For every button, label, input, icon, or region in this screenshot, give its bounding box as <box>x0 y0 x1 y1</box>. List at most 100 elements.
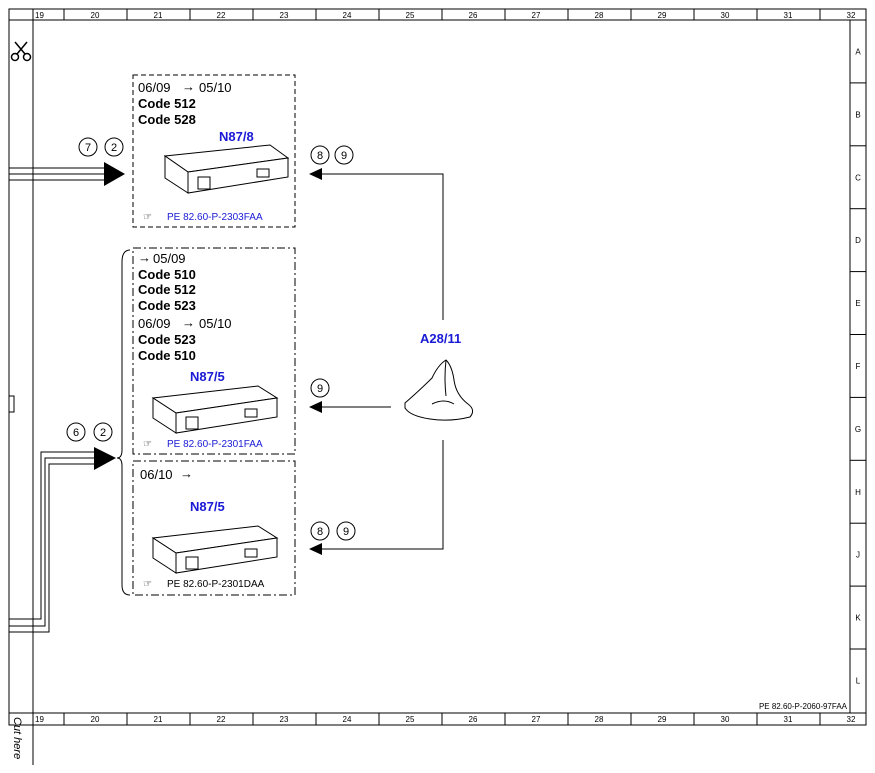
column-label: 28 <box>595 715 604 724</box>
row-label: D <box>855 236 861 245</box>
column-label: 25 <box>406 715 415 724</box>
module-bot-label: N87/5 <box>190 499 225 514</box>
control-unit-icon <box>151 385 279 434</box>
callout-number: 9 <box>317 383 323 395</box>
arrow-right-icon: → <box>182 79 195 94</box>
arrow-head-icon <box>309 543 322 555</box>
antenna-lines <box>320 173 444 550</box>
callout-group-mid-right: 9 <box>310 378 330 398</box>
row-label: E <box>855 299 860 308</box>
footer-reference: PE 82.60-P-2060-97FAA <box>759 702 848 711</box>
callout-number: 8 <box>317 526 323 538</box>
control-unit-icon <box>151 525 279 574</box>
callout-number: 2 <box>111 142 117 154</box>
module-top-code-2: Code 528 <box>138 112 196 127</box>
column-label: 29 <box>658 715 667 724</box>
module-mid-code-1: Code 510 <box>138 267 196 282</box>
arrow-right-icon: → <box>180 466 193 481</box>
callout-group-bot-right: 8 9 <box>310 521 356 541</box>
column-label: 22 <box>217 715 226 724</box>
column-label: 21 <box>154 11 163 20</box>
margin-bracket <box>9 395 15 413</box>
callout-number: 7 <box>85 142 91 154</box>
column-ticks-top: 19 20 21 22 23 24 25 26 27 28 29 30 31 32 <box>35 9 856 20</box>
row-label: K <box>855 614 861 623</box>
callout-number: 2 <box>100 427 106 439</box>
row-label: F <box>856 362 861 371</box>
column-label: 29 <box>658 11 667 20</box>
control-unit-icon <box>163 144 290 194</box>
callout-number: 8 <box>317 150 323 162</box>
column-label: 24 <box>343 11 352 20</box>
module-mid-date-from-2: 06/09 <box>138 316 171 331</box>
row-label: J <box>856 551 860 560</box>
arrow-right-icon: → <box>182 315 195 330</box>
module-top-code-1: Code 512 <box>138 96 196 111</box>
module-bot-ref-link[interactable]: PE 82.60-P-2301DAA <box>167 579 265 590</box>
module-mid-code-5: Code 510 <box>138 348 196 363</box>
module-top-box <box>132 74 296 228</box>
callout-group-top-right: 8 9 <box>310 145 354 165</box>
module-mid-date-to-1: 05/09 <box>153 251 186 266</box>
column-label: 32 <box>847 11 856 20</box>
module-top-ref-link[interactable]: PE 82.60-P-2303FAA <box>167 212 263 223</box>
row-label: H <box>855 488 861 497</box>
antenna-label: A28/11 <box>420 331 461 346</box>
shark-fin-antenna-icon <box>404 359 474 421</box>
module-top-label: N87/8 <box>219 129 254 144</box>
column-label: 19 <box>35 11 44 20</box>
group-brace <box>116 249 131 596</box>
column-label: 21 <box>154 715 163 724</box>
callout-number: 9 <box>341 150 347 162</box>
arrow-head-icon <box>309 401 322 413</box>
column-label: 30 <box>721 715 730 724</box>
module-mid-code-3: Code 523 <box>138 298 196 313</box>
module-mid-code-2: Code 512 <box>138 282 196 297</box>
module-mid-label: N87/5 <box>190 369 225 384</box>
module-top-date-to: 05/10 <box>199 80 232 95</box>
module-mid-ref-link[interactable]: PE 82.60-P-2301FAA <box>167 439 263 450</box>
module-top-date-from: 06/09 <box>138 80 171 95</box>
row-label: L <box>856 676 861 685</box>
feed-lines-top <box>9 167 105 181</box>
arrow-head-icon <box>104 162 125 186</box>
pointer-hand-icon: ☞ <box>143 439 152 450</box>
column-label: 27 <box>532 11 541 20</box>
column-label: 26 <box>469 715 478 724</box>
feed-lines-bottom <box>9 451 95 633</box>
column-label: 20 <box>91 11 100 20</box>
column-label: 31 <box>784 11 793 20</box>
callout-number: 6 <box>73 427 79 439</box>
module-bot-date-from: 06/10 <box>140 467 173 482</box>
row-ticks: A B C D E F G H J K L <box>850 47 866 685</box>
scissors-icon <box>10 41 32 62</box>
column-label: 23 <box>280 715 289 724</box>
pointer-hand-icon: ☞ <box>143 212 152 223</box>
column-label: 19 <box>35 715 44 724</box>
pointer-hand-icon: ☞ <box>143 579 152 590</box>
callout-group-left-top: 7 2 <box>78 137 124 157</box>
column-label: 26 <box>469 11 478 20</box>
module-mid-date-to-2: 05/10 <box>199 316 232 331</box>
column-label: 30 <box>721 11 730 20</box>
column-label: 32 <box>847 715 856 724</box>
column-label: 28 <box>595 11 604 20</box>
row-label: A <box>855 47 861 56</box>
row-label: G <box>855 425 861 434</box>
callout-number: 9 <box>343 526 349 538</box>
column-label: 22 <box>217 11 226 20</box>
column-label: 27 <box>532 715 541 724</box>
column-label: 25 <box>406 11 415 20</box>
callout-group-left-bottom: 6 2 <box>66 422 113 442</box>
column-label: 24 <box>343 715 352 724</box>
module-mid-code-4: Code 523 <box>138 332 196 347</box>
column-label: 23 <box>280 11 289 20</box>
arrow-head-icon <box>94 447 116 470</box>
arrow-right-icon: → <box>138 250 151 265</box>
module-mid-box <box>132 247 296 455</box>
row-label: B <box>855 110 860 119</box>
row-label: C <box>855 173 861 182</box>
arrow-head-icon <box>309 168 322 180</box>
